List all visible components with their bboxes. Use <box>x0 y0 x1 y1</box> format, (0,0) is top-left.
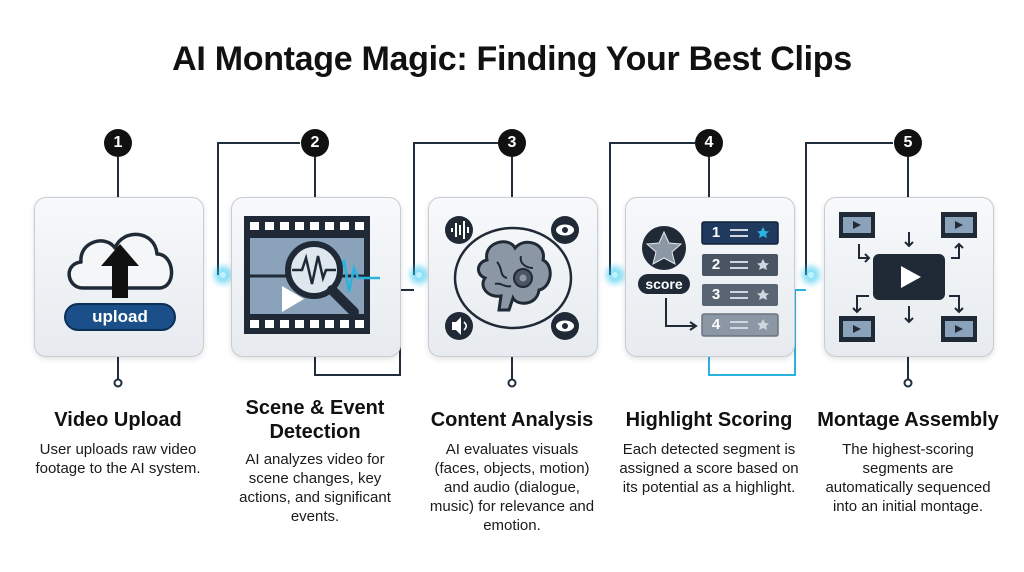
step-1-description: User uploads raw video footage to the AI… <box>35 441 201 477</box>
step-3-card <box>428 197 598 357</box>
step-2-description: AI analyzes video for scene changes, key… <box>239 451 391 525</box>
connector-dot-1 <box>113 378 123 388</box>
rank-1-label: 1 <box>711 224 721 241</box>
upload-button[interactable]: upload <box>92 307 148 326</box>
connector-4-5-top <box>805 142 893 275</box>
connector-2-3-bottom <box>314 289 414 376</box>
score-pill-label: score <box>645 276 683 292</box>
brain-gear-icon <box>445 216 579 340</box>
step-1-card: upload <box>34 197 204 357</box>
clip-thumbnails <box>839 212 977 342</box>
step-3-description: AI evaluates visuals (faces, objects, mo… <box>429 441 595 534</box>
step-2-badge: 2 <box>301 129 329 157</box>
step-1-title: Video Upload <box>54 409 182 431</box>
page-title: AI Montage Magic: Finding Your Best Clip… <box>172 40 852 78</box>
montage-play-icon <box>839 212 977 342</box>
connector-3-4-top <box>609 142 695 275</box>
connector-dot-5 <box>903 378 913 388</box>
step-4-description: Each detected segment is assigned a scor… <box>619 441 799 496</box>
cloud-upload-icon <box>64 232 176 331</box>
star-score-icon <box>638 221 779 337</box>
rank-3-label: 3 <box>711 286 721 303</box>
step-5-title: Montage Assembly <box>817 409 999 431</box>
step-4-card: score 1 2 3 4 <box>625 197 795 357</box>
step-4-title: Highlight Scoring <box>625 409 793 431</box>
step-2-title: Scene & Event Detection <box>245 397 385 443</box>
step-5-card <box>824 197 994 357</box>
connector-dot-3 <box>507 378 517 388</box>
rank-4-label: 4 <box>711 316 721 333</box>
connector-1-2-top <box>217 142 300 275</box>
connector-2-3-top <box>413 142 498 275</box>
connector-4-5-bottom <box>708 289 806 376</box>
step-2-card <box>231 197 401 357</box>
rank-2-label: 2 <box>711 256 721 273</box>
step-1-badge: 1 <box>104 129 132 157</box>
step-5-badge: 5 <box>894 129 922 157</box>
film-magnifier-icon <box>244 216 380 334</box>
step-3-title: Content Analysis <box>430 409 594 431</box>
step-3-badge: 3 <box>498 129 526 157</box>
step-4-badge: 4 <box>695 129 723 157</box>
flow-glow-points <box>214 266 820 284</box>
step-5-description: The highest-scoring segments are automat… <box>825 441 991 515</box>
